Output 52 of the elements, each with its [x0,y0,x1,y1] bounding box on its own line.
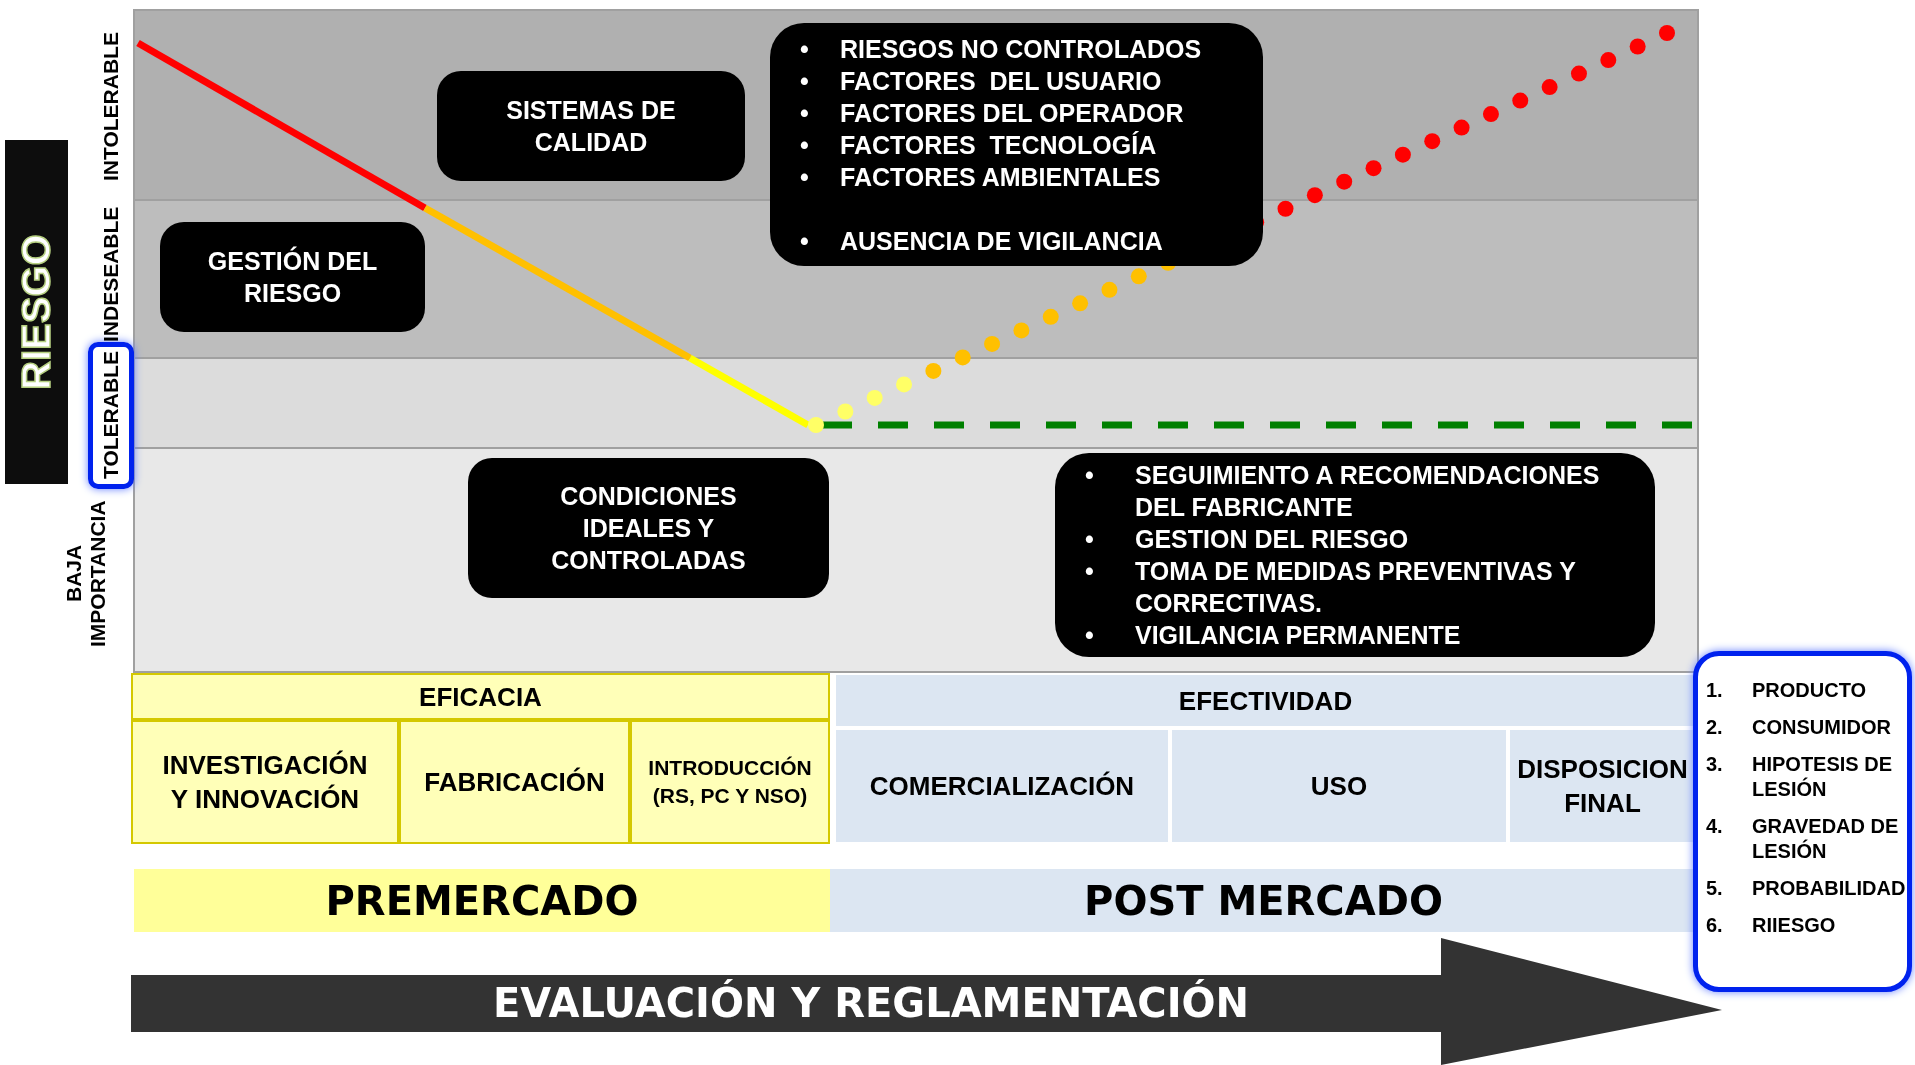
bullet-item: RIESGOS NO CONTROLADOS [840,33,1202,65]
bullet-marker: • [800,225,810,257]
bullet-marker: • [1085,524,1095,555]
bullet-marker: • [800,33,810,65]
arrow-label: EVALUACIÓN Y REGLAMENTACIÓN [491,979,1251,1027]
bullet-marker: • [800,129,810,161]
highlighted-label: TOLERABLE [88,342,134,489]
list-item: RIIESGO [1752,913,1837,938]
bullet-marker: • [1085,460,1095,491]
axis-label: BAJA IMPORTANCIA [62,500,110,647]
bullet-item: TOMA DE MEDIDAS PREVENTIVAS Y CORRECTIVAS. [1135,556,1577,619]
bullet-item: FACTORES TECNOLOGÍA [840,129,1158,161]
bullet-item: AUSENCIA DE VIGILANCIA [840,225,1164,257]
axis-label: INTOLERABLE [99,31,123,183]
risk-factors-box [770,23,1263,266]
bullet-item: GESTION DEL RIESGO [1135,524,1410,555]
bullet-item: VIGILANCIA PERMANENTE [1135,620,1462,651]
bullet-item: FACTORES AMBIENTALES [840,161,1162,193]
list-number: 1. [1706,678,1724,703]
list-item: PRODUCTO [1752,678,1868,703]
label-box: SISTEMAS DE CALIDAD [437,71,745,181]
list-number: 4. [1706,814,1724,839]
label-box: CONDICIONES IDEALES Y CONTROLADAS [468,458,829,598]
list-number: 5. [1706,876,1724,901]
label-box: GESTIÓN DEL RIESGO [160,222,425,332]
bullet-item: FACTORES DEL USUARIO [840,65,1163,97]
bullet-marker: • [800,97,810,129]
list-number: 3. [1706,752,1724,777]
axis-title-bar: RIESGO [5,140,68,484]
bullet-marker: • [1085,556,1095,587]
bullet-marker: • [800,161,810,193]
list-item: GRAVEDAD DE LESIÓN [1752,814,1900,864]
list-item: HIPOTESIS DE LESIÓN [1752,752,1894,802]
measures-box [1055,453,1655,657]
stage-banner: PREMERCADO [134,869,830,932]
phase-cell: COMERCIALIZACIÓN [834,728,1170,844]
phase-cell: INVESTIGACIÓN Y INNOVACIÓN [131,720,399,844]
bullet-item: FACTORES DEL OPERADOR [840,97,1185,129]
axis-label: INDESEABLE [99,205,123,344]
list-number: 2. [1706,715,1724,740]
phase-cell: USO [1170,728,1508,844]
list-item: PROBABILIDAD [1752,876,1906,901]
phase-cell: FABRICACIÓN [399,720,630,844]
list-number: 6. [1706,913,1724,938]
list-item: CONSUMIDOR [1752,715,1892,740]
phase-cell: INTRODUCCIÓN (RS, PC Y NSO) [630,720,830,844]
list-panel [1693,651,1912,992]
bullet-marker: • [1085,620,1095,651]
bullet-item: SEGUIMIENTO A RECOMENDACIONES DEL FABRICANTE [1135,460,1601,523]
arrow-banner [131,938,1722,1065]
column-header: EFICACIA [131,673,830,720]
bullet-marker: • [800,65,810,97]
